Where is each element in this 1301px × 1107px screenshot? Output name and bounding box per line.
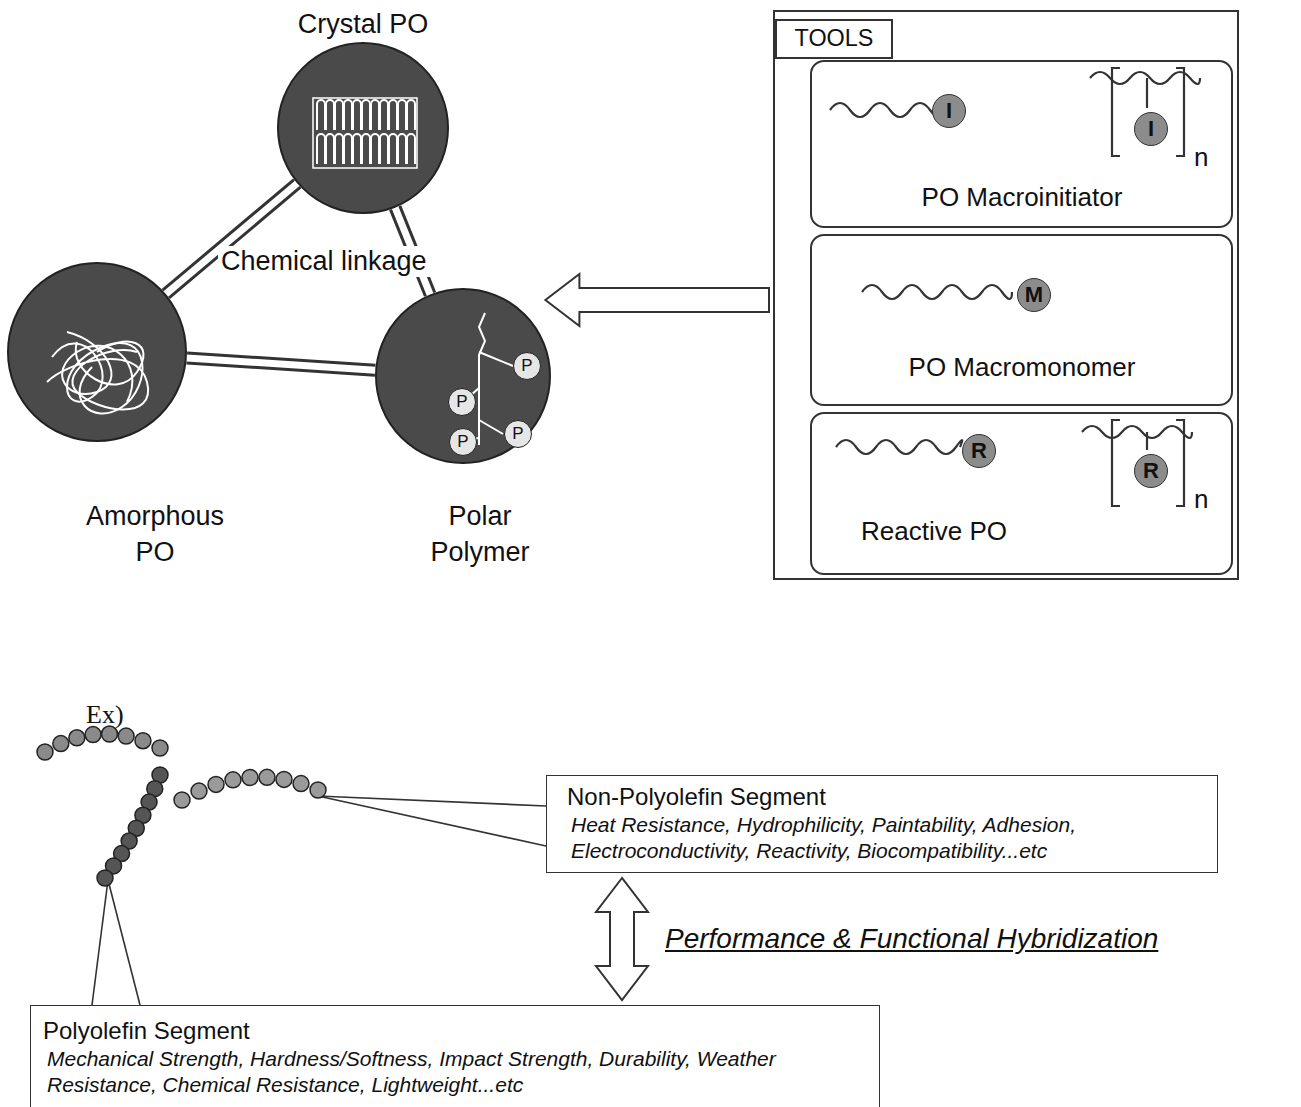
group-symbol: P	[449, 428, 477, 456]
lamella	[353, 100, 361, 130]
bead	[310, 782, 326, 798]
linkage-label: Chemical linkage	[218, 246, 430, 277]
tool-box: I In PO Macroinitiator	[810, 60, 1233, 228]
box-heading: Non-Polyolefin Segment	[567, 782, 1207, 812]
lamella	[335, 134, 343, 164]
bead	[97, 870, 113, 886]
box-body: Mechanical Strength, Hardness/Softness, …	[43, 1046, 869, 1098]
link-line	[169, 187, 300, 298]
tool-box: R RnReactive PO	[810, 412, 1233, 575]
group-symbol: I	[1134, 112, 1168, 146]
bead	[53, 736, 69, 752]
lamella	[326, 134, 334, 164]
box-heading: Polyolefin Segment	[43, 1016, 869, 1046]
node-label: Reactive PO	[844, 514, 1024, 549]
polymer-chains	[830, 68, 1200, 506]
lamella	[335, 100, 343, 130]
box-body: Heat Resistance, Hydrophilicity, Paintab…	[567, 812, 1207, 864]
example-label: Ex)	[86, 700, 124, 730]
lamella	[380, 100, 388, 130]
bead	[208, 776, 224, 792]
leader-lines	[92, 796, 546, 1005]
lamella	[317, 134, 325, 164]
lamella	[371, 134, 379, 164]
component-circle: Crystal PO	[277, 42, 449, 214]
backbone	[479, 313, 485, 445]
bead	[242, 770, 258, 786]
node-label: PO Macromonomer	[842, 350, 1202, 385]
circle-shape	[277, 42, 449, 214]
lamella	[389, 100, 397, 130]
group-symbol: I	[932, 94, 966, 128]
bead	[135, 733, 151, 749]
double-link	[186, 353, 375, 375]
repeat-subscript: n	[1194, 140, 1208, 175]
component-circle: PPPPPolar Polymer	[375, 288, 551, 464]
inner-structure	[47, 332, 148, 413]
group-symbol: P	[513, 352, 541, 380]
link-line	[187, 353, 375, 365]
component-circle: Amorphous PO	[7, 262, 187, 442]
lamella	[380, 134, 388, 164]
bead	[191, 783, 207, 799]
lamella	[326, 100, 334, 130]
chain-beads	[37, 726, 326, 886]
inner-structure	[313, 98, 417, 168]
lamella	[398, 100, 406, 130]
bead	[225, 772, 241, 788]
lamella	[344, 134, 352, 164]
group-symbol: P	[504, 420, 532, 448]
tool-box: Polyolefin SegmentMechanical Strength, H…	[30, 1005, 880, 1107]
lamella	[362, 134, 370, 164]
lamella	[344, 100, 352, 130]
lamella	[317, 100, 325, 130]
node-label: TOOLS	[775, 19, 893, 59]
double-link	[163, 180, 301, 298]
lamella-frame	[313, 98, 417, 168]
double-block-arrow	[596, 878, 648, 1000]
circle-outline	[278, 43, 448, 213]
tool-box: Non-Polyolefin SegmentHeat Resistance, H…	[546, 775, 1218, 873]
lamella	[371, 100, 379, 130]
lamella	[398, 134, 406, 164]
circle-shape	[7, 262, 187, 442]
bead	[118, 728, 134, 744]
repeat-subscript: n	[1194, 482, 1208, 517]
tangle	[52, 343, 142, 414]
lamella	[389, 134, 397, 164]
hybridization-label: Performance & Functional Hybridization	[665, 923, 1158, 955]
bead	[152, 740, 168, 756]
bead	[276, 771, 292, 787]
bead	[259, 769, 275, 785]
node-label: Crystal PO	[263, 6, 463, 42]
group-symbol: R	[1134, 454, 1168, 488]
group-symbol: R	[962, 434, 996, 468]
lamella	[407, 134, 415, 164]
node-label: Polar Polymer	[415, 498, 545, 571]
lamella	[353, 134, 361, 164]
circle-outline	[8, 263, 186, 441]
bead	[85, 727, 101, 743]
tool-box: TOOLS I In PO MacroinitiatorM PO Macromonome…	[773, 10, 1239, 580]
tool-box: M PO Macromonomer	[810, 234, 1233, 406]
branch	[479, 352, 513, 366]
bead	[69, 730, 85, 746]
circle-outline	[376, 289, 550, 463]
lamella	[362, 100, 370, 130]
lamella	[407, 100, 415, 130]
block-arrow	[545, 274, 769, 326]
group-symbol: P	[448, 388, 476, 416]
node-label: Amorphous PO	[85, 498, 225, 571]
tangle	[76, 342, 144, 385]
group-symbol: M	[1017, 278, 1051, 312]
branch	[479, 420, 503, 434]
bead	[293, 776, 309, 792]
node-label: PO Macroinitiator	[842, 180, 1202, 215]
bead	[37, 744, 53, 760]
bead	[174, 792, 190, 808]
